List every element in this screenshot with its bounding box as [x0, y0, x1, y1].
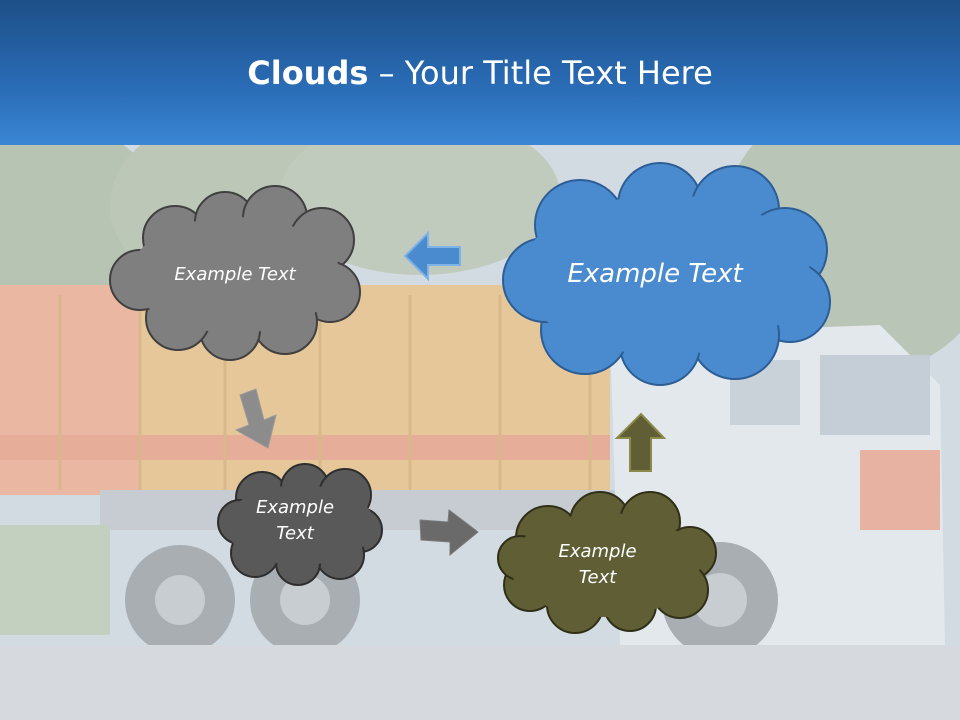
cloud-shape-1[interactable]: [109, 185, 361, 361]
arrow-right-icon: [419, 509, 479, 557]
cloud-text-1: Example Text: [174, 263, 296, 285]
cloud-text-2: Example Text: [567, 259, 743, 290]
arrow-up-icon: [614, 412, 667, 472]
cloud-text-3: Example Text: [255, 496, 335, 544]
title-bar: [0, 0, 960, 145]
title-bold: Clouds: [247, 54, 369, 92]
title-rest: Your Title Text Here: [404, 54, 713, 92]
cloud-text-4: Example Text: [558, 540, 637, 588]
title-dash: –: [368, 54, 405, 92]
slide-title[interactable]: Clouds – Your Title Text Here: [0, 54, 960, 92]
arrow-left-icon: [403, 230, 461, 282]
cloud-label-1: Example Text: [140, 250, 330, 300]
arrow-down-icon: [234, 388, 277, 449]
cloud-shape-4[interactable]: [497, 491, 717, 634]
cloud-label-2: Example Text: [540, 250, 770, 300]
cloud-shape-3[interactable]: [217, 463, 383, 586]
cloud-label-4: Example Text: [530, 532, 665, 598]
cloud-shape-2[interactable]: [502, 162, 831, 386]
cloud-label-3: Example Text: [230, 488, 360, 554]
